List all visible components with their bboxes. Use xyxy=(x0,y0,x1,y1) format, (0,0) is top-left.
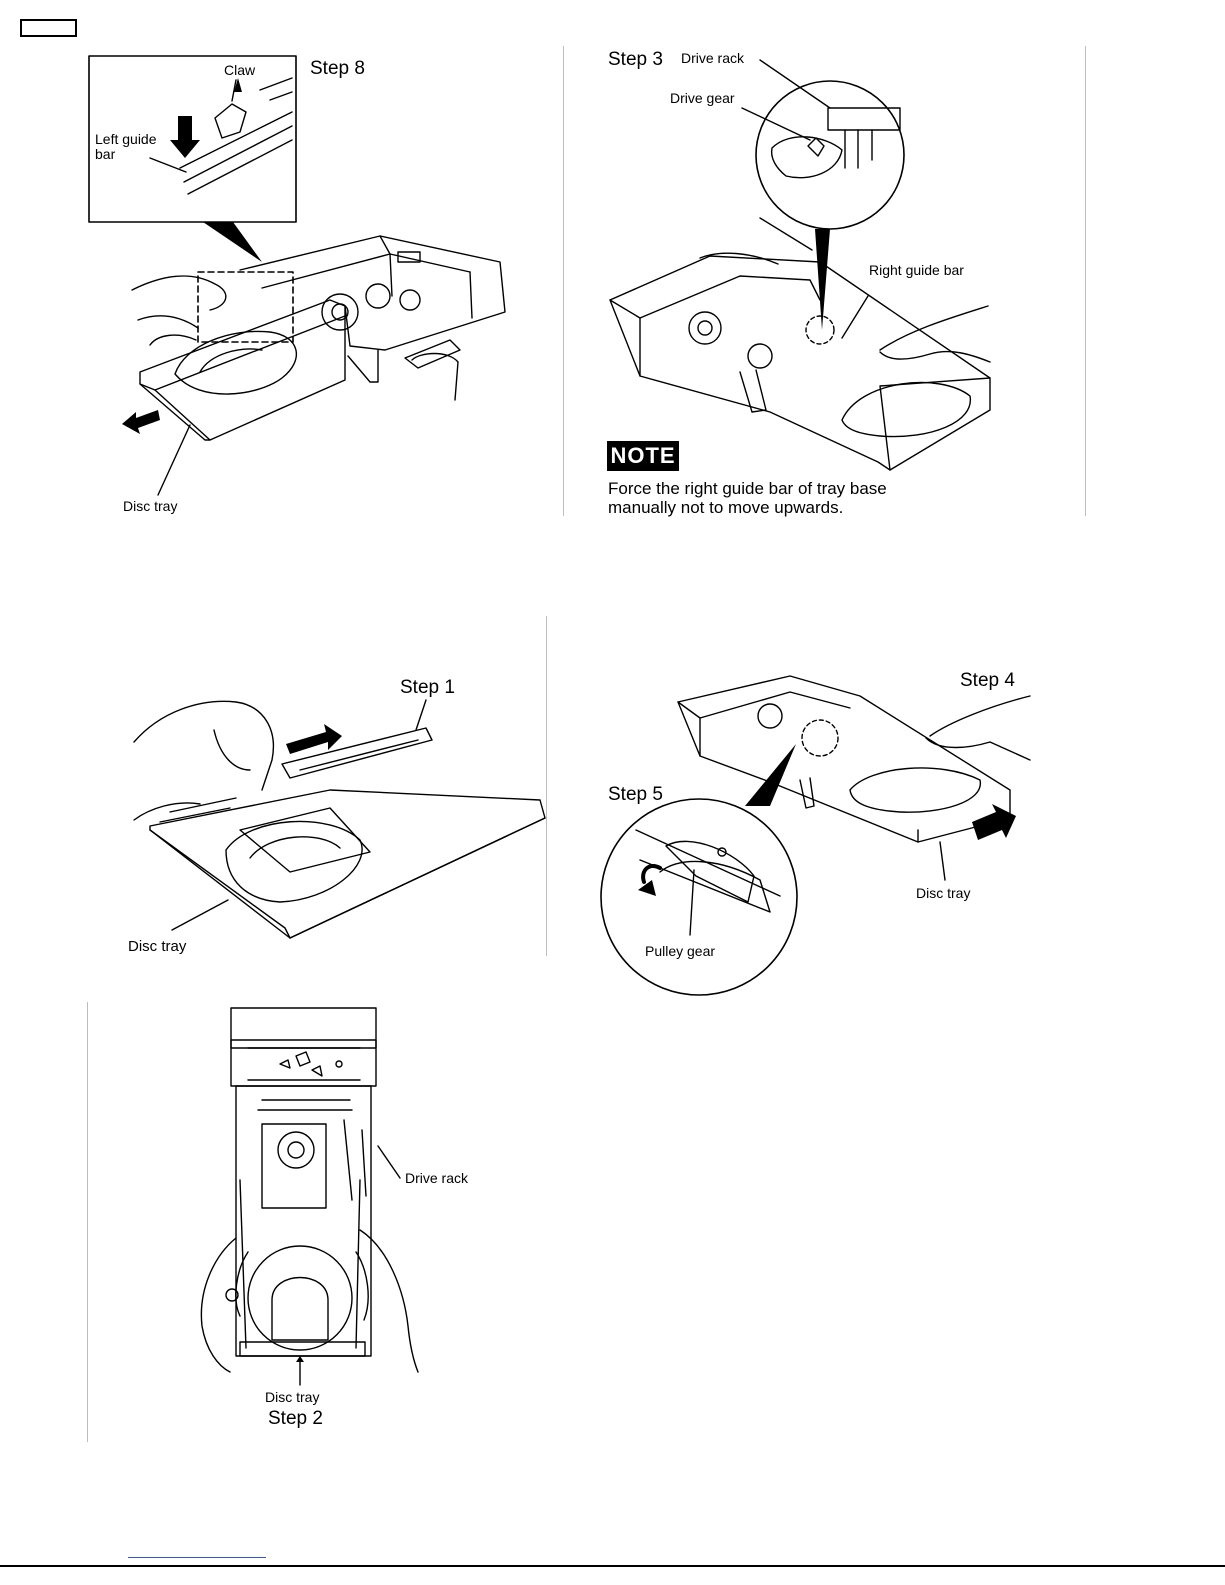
step-label: Step 2 xyxy=(268,1409,323,1428)
figure-step1-drawing xyxy=(134,700,545,938)
note-text-line2: manually not to move upwards. xyxy=(608,498,887,517)
step5-label: Step 5 xyxy=(608,785,663,804)
disc-tray-label: Disc tray xyxy=(128,939,186,954)
pulley-gear-label: Pulley gear xyxy=(645,944,715,958)
step4-label: Step 4 xyxy=(960,671,1015,690)
drive-rack-label: Drive rack xyxy=(405,1171,468,1185)
disc-tray-label: Disc tray xyxy=(916,886,970,900)
disc-tray-label: Disc tray xyxy=(123,499,177,513)
note-text: Force the right guide bar of tray base m… xyxy=(608,479,887,517)
step-label: Step 8 xyxy=(310,59,365,78)
right-guide-bar-label: Right guide bar xyxy=(869,263,964,277)
note-badge: NOTE xyxy=(607,441,679,471)
note-text-line1: Force the right guide bar of tray base xyxy=(608,479,887,498)
left-guide-bar-label-line1: Left guide xyxy=(95,132,157,146)
figure-step8-drawing xyxy=(89,56,505,495)
drive-gear-label: Drive gear xyxy=(670,91,735,105)
figure-step2-drawing xyxy=(201,1008,418,1385)
step-label: Step 3 xyxy=(608,50,663,69)
claw-label: Claw xyxy=(224,63,255,77)
drive-rack-label: Drive rack xyxy=(681,51,744,65)
step-label: Step 1 xyxy=(400,678,455,697)
left-guide-bar-label-line2: bar xyxy=(95,147,115,161)
disc-tray-label: Disc tray xyxy=(265,1390,319,1404)
